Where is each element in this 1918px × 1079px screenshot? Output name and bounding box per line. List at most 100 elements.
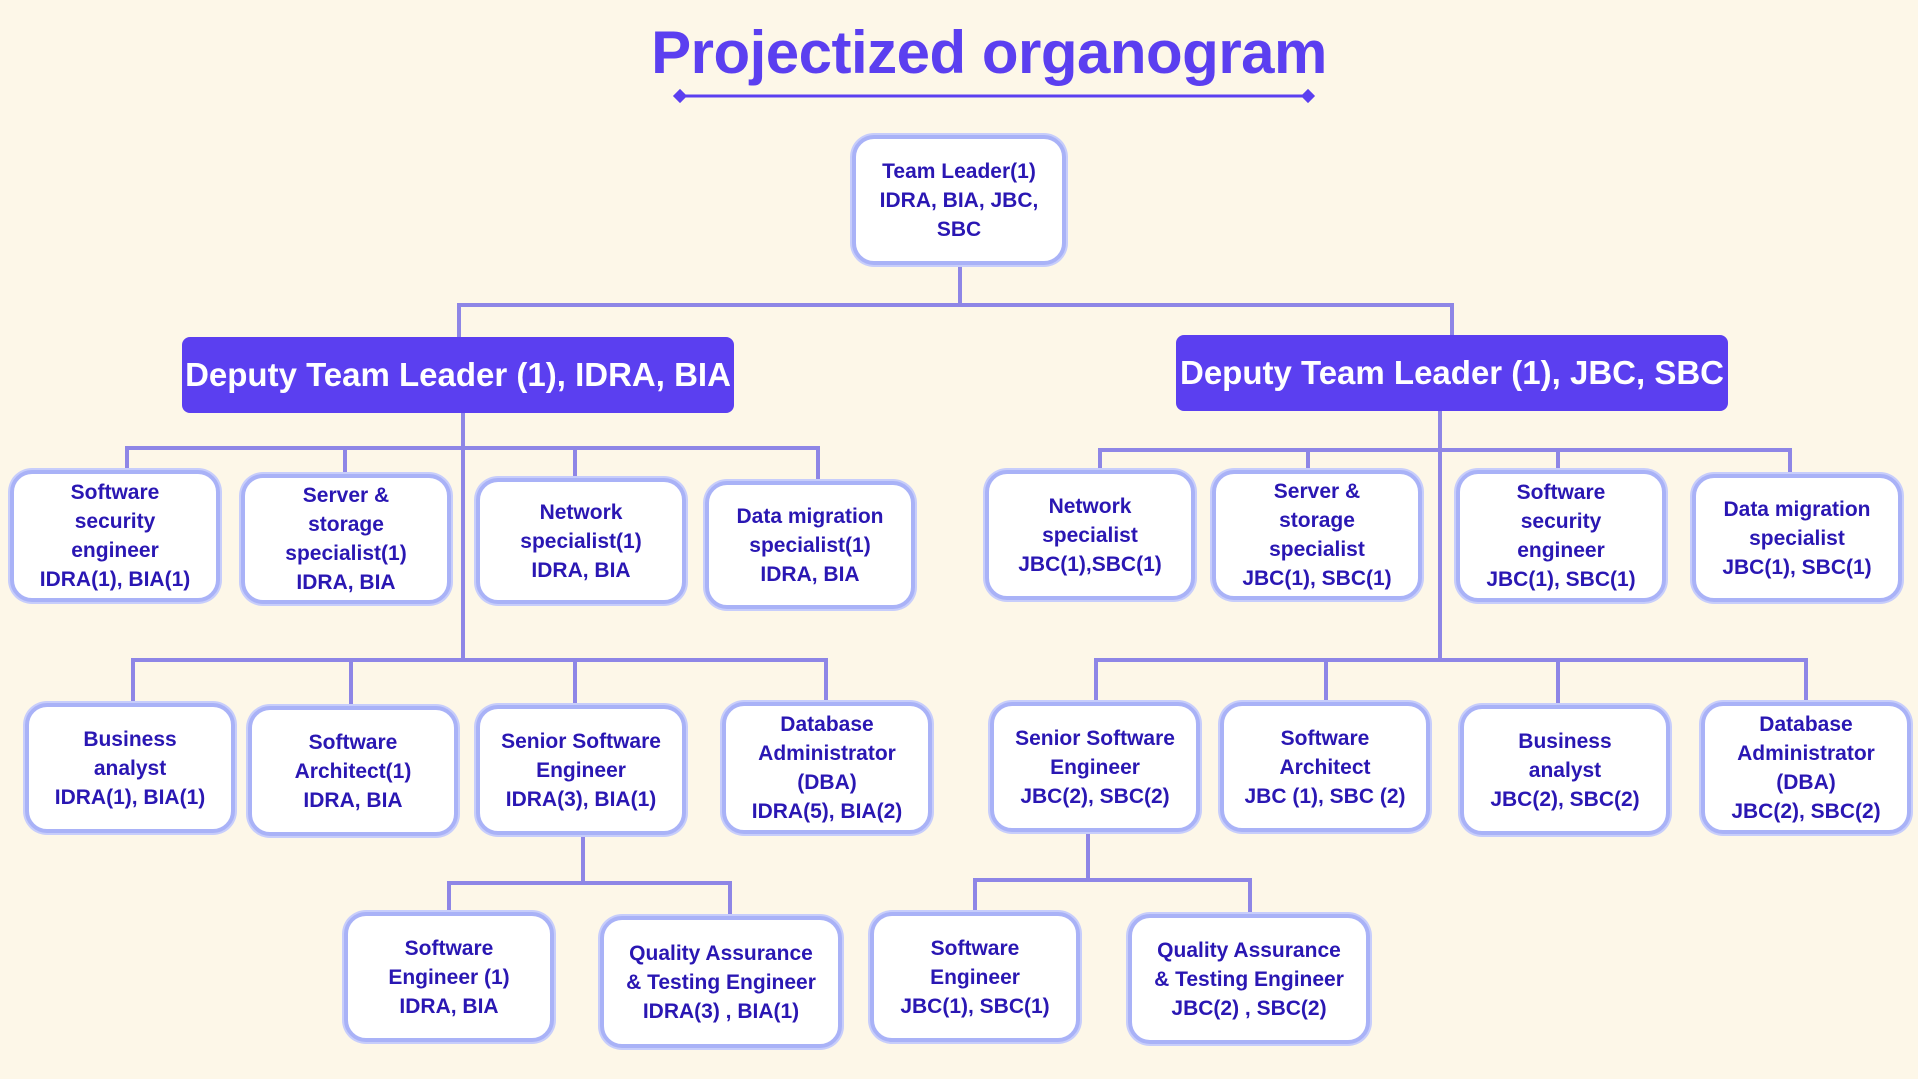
line: JBC(2), SBC(2) xyxy=(1731,800,1881,823)
line: Data migration xyxy=(736,504,884,528)
node-lines: Software Architect JBC (1), SBC (2) xyxy=(1244,724,1405,811)
node-left-senior-software-engineer: Senior Software Engineer IDRA(3), BIA(1) xyxy=(476,705,686,835)
node-left-business-analyst: Business analyst IDRA(1), BIA(1) xyxy=(25,703,235,833)
line: Team Leader(1) xyxy=(882,159,1036,183)
node-lines: Software Engineer JBC(1), SBC(1) xyxy=(900,934,1049,1021)
line: JBC(1), SBC(1) xyxy=(1242,567,1392,590)
line: Engineer xyxy=(1050,755,1140,779)
line: JBC(1), SBC(1) xyxy=(1722,555,1872,579)
line: Architect(1) xyxy=(294,759,412,783)
node-right-software-architect: Software Architect JBC (1), SBC (2) xyxy=(1220,702,1430,832)
node-left-data-migration-specialist: Data migration specialist(1) IDRA, BIA xyxy=(705,481,915,609)
line: Software xyxy=(308,730,398,754)
line: IDRA, BIA xyxy=(303,788,403,812)
line: engineer xyxy=(1517,539,1605,562)
line: Software xyxy=(404,936,494,960)
line: Software xyxy=(1280,726,1370,750)
line: Engineer xyxy=(930,965,1020,989)
deputy-right: Deputy Team Leader (1), JBC, SBC xyxy=(1176,335,1728,411)
line: storage xyxy=(308,513,384,536)
node-right-business-analyst: Business analyst JBC(2), SBC(2) xyxy=(1460,705,1670,835)
line: Server & xyxy=(302,484,390,507)
line: Business xyxy=(1518,729,1612,753)
line: IDRA(5), BIA(2) xyxy=(751,800,903,823)
node-left-software-engineer: Software Engineer (1) IDRA, BIA xyxy=(344,912,554,1042)
line: Administrator xyxy=(1737,742,1875,765)
line: Software xyxy=(70,481,160,504)
line: specialist(1) xyxy=(749,533,871,557)
node-lines: Software security engineer JBC(1), SBC(1… xyxy=(1486,478,1635,594)
line: Senior Software xyxy=(501,729,661,753)
line: analyst xyxy=(1528,758,1602,782)
line: SBC xyxy=(936,217,982,241)
node-lines: Software Engineer (1) IDRA, BIA xyxy=(388,934,509,1021)
node-right-software-engineer: Software Engineer JBC(1), SBC(1) xyxy=(870,912,1080,1042)
node-left-software-architect: Software Architect(1) IDRA, BIA xyxy=(248,706,458,836)
line: JBC(1),SBC(1) xyxy=(1018,552,1162,576)
node-right-qa-testing-engineer: Quality Assurance & Testing Engineer JBC… xyxy=(1128,914,1370,1044)
node-lines: Software Architect(1) IDRA, BIA xyxy=(295,728,412,815)
node-lines: Data migration specialist(1) IDRA, BIA xyxy=(736,502,883,589)
line: Database xyxy=(1759,713,1853,736)
line: Quality Assurance xyxy=(1157,938,1341,962)
line: IDRA, BIA xyxy=(399,994,499,1018)
line: Senior Software xyxy=(1015,726,1175,750)
line: & Testing Engineer xyxy=(1154,967,1344,991)
line: JBC(2) , SBC(2) xyxy=(1171,996,1327,1020)
line: specialist xyxy=(1042,523,1138,547)
node-lines: Quality Assurance & Testing Engineer IDR… xyxy=(626,939,816,1026)
line: Software xyxy=(1516,481,1606,504)
line: Network xyxy=(539,500,623,524)
node-right-database-administrator: Database Administrator (DBA) JBC(2), SBC… xyxy=(1701,702,1911,834)
line: Software xyxy=(930,936,1020,960)
line: Database xyxy=(780,713,874,736)
node-lines: Senior Software Engineer IDRA(3), BIA(1) xyxy=(501,727,661,814)
node-lines: Quality Assurance & Testing Engineer JBC… xyxy=(1154,936,1344,1023)
node-left-server-storage-specialist: Server & storage specialist(1) IDRA, BIA xyxy=(241,474,451,604)
line: Administrator xyxy=(758,742,896,765)
line: JBC(2), SBC(2) xyxy=(1020,784,1170,808)
line: Business xyxy=(83,727,177,751)
node-right-server-storage-specialist: Server & storage specialist JBC(1), SBC(… xyxy=(1212,470,1422,600)
line: specialist(1) xyxy=(520,529,642,553)
line: Architect xyxy=(1279,755,1371,779)
line: IDRA, BIA, JBC, xyxy=(879,188,1039,212)
node-lines: Network specialist(1) IDRA, BIA xyxy=(520,498,641,585)
line: analyst xyxy=(93,756,167,780)
node-left-network-specialist: Network specialist(1) IDRA, BIA xyxy=(476,478,686,604)
node-right-software-security-engineer: Software security engineer JBC(1), SBC(1… xyxy=(1456,470,1666,602)
line: Server & xyxy=(1273,480,1361,503)
line: engineer xyxy=(71,539,159,562)
line: IDRA(1), BIA(1) xyxy=(39,568,191,591)
line: Data migration xyxy=(1723,497,1871,521)
line: (DBA) xyxy=(1776,771,1836,794)
node-lines: Team Leader(1) IDRA, BIA, JBC, SBC xyxy=(880,157,1039,244)
node-right-data-migration-specialist: Data migration specialist JBC(1), SBC(1) xyxy=(1692,474,1902,602)
line: Engineer (1) xyxy=(388,965,510,989)
node-lines: Database Administrator (DBA) JBC(2), SBC… xyxy=(1731,710,1880,826)
node-lines: Database Administrator (DBA) IDRA(5), BI… xyxy=(752,710,903,826)
node-team-leader: Team Leader(1) IDRA, BIA, JBC, SBC xyxy=(852,135,1066,265)
node-right-network-specialist: Network specialist JBC(1),SBC(1) xyxy=(985,470,1195,600)
line: IDRA(1), BIA(1) xyxy=(54,785,206,809)
line: storage xyxy=(1279,509,1355,532)
node-left-software-security-engineer: Software security engineer IDRA(1), BIA(… xyxy=(10,470,220,602)
line: JBC(2), SBC(2) xyxy=(1490,787,1640,811)
node-lines: Senior Software Engineer JBC(2), SBC(2) xyxy=(1015,724,1175,811)
node-lines: Data migration specialist JBC(1), SBC(1) xyxy=(1722,495,1871,582)
line: specialist xyxy=(1749,526,1845,550)
line: (DBA) xyxy=(797,771,857,794)
line: security xyxy=(74,510,156,533)
page-title: Projectized organogram xyxy=(651,19,1327,86)
line: IDRA, BIA xyxy=(296,571,396,594)
node-lines: Network specialist JBC(1),SBC(1) xyxy=(1018,492,1162,579)
node-lines: Business analyst JBC(2), SBC(2) xyxy=(1490,727,1639,814)
deputy-left: Deputy Team Leader (1), IDRA, BIA xyxy=(182,337,734,413)
line: specialist xyxy=(1269,538,1365,561)
line: IDRA, BIA xyxy=(760,562,860,586)
node-lines: Business analyst IDRA(1), BIA(1) xyxy=(55,725,206,812)
line: Quality Assurance xyxy=(629,941,813,965)
node-right-senior-software-engineer: Senior Software Engineer JBC(2), SBC(2) xyxy=(990,702,1200,832)
